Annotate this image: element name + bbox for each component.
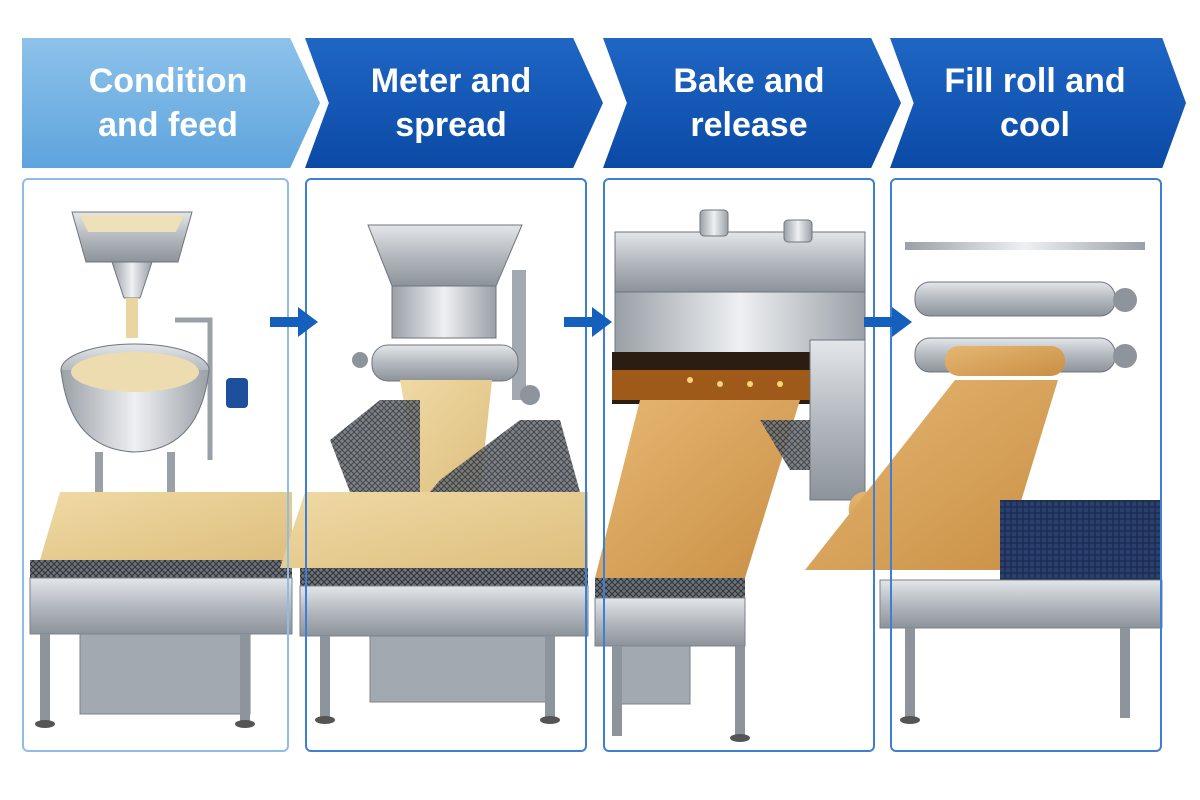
- stage-label: Condition and feed: [88, 62, 248, 144]
- stage-header-bake-and-release: Bake and release: [603, 38, 901, 168]
- stage-panel-2: [305, 178, 587, 752]
- stage-panel-3: [603, 178, 875, 752]
- stage-panel-4: [890, 178, 1162, 752]
- stage-header-condition-and-feed: Condition and feed: [22, 38, 320, 168]
- mixing-bowl-icon: [60, 343, 248, 492]
- flow-arrow-icon: [270, 307, 318, 337]
- stage-label: Fill roll and cool: [944, 62, 1126, 144]
- stage-header-fill-roll-and-cool: Fill roll and cool: [890, 38, 1186, 168]
- oven-icon: [612, 209, 866, 501]
- stage-label: Bake and release: [673, 62, 825, 144]
- hopper-icon: [71, 211, 213, 460]
- flow-arrow-icon: [564, 307, 612, 337]
- flow-arrow-icon: [864, 307, 912, 337]
- stage-panel-1: [22, 178, 289, 752]
- roller-icon: [352, 224, 540, 405]
- stage-label: Meter and spread: [370, 62, 532, 144]
- stage-header-meter-and-spread: Meter and spread: [305, 38, 603, 168]
